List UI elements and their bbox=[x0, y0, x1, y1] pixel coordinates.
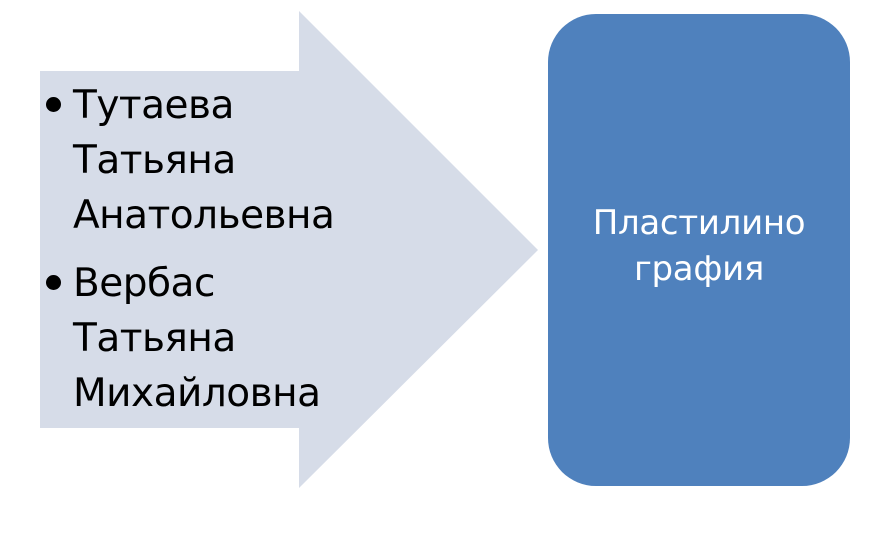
bullet-item-verbas: Вербас Татьяна Михайловна bbox=[44, 256, 344, 421]
bullet-line: Татьяна bbox=[73, 316, 236, 361]
bullet-icon bbox=[46, 97, 61, 112]
right-arrow-shape bbox=[40, 11, 538, 488]
topic-box: Пластилино графия bbox=[548, 14, 850, 486]
topic-label: Пластилино графия bbox=[593, 200, 806, 292]
arrow-bullet-list: Тутаева Татьяна Анатольевна Вербас Татья… bbox=[44, 78, 344, 421]
bullet-line: Тутаева bbox=[73, 83, 234, 128]
bullet-line: Анатольевна bbox=[73, 193, 335, 238]
bullet-line: Татьяна bbox=[73, 138, 236, 183]
bullet-icon bbox=[46, 275, 61, 290]
topic-label-line: графия bbox=[633, 249, 765, 289]
bullet-line: Вербас bbox=[73, 261, 215, 306]
topic-label-line: Пластилино bbox=[592, 203, 806, 243]
bullet-item-tutaeva: Тутаева Татьяна Анатольевна bbox=[44, 78, 344, 243]
bullet-line: Михайловна bbox=[73, 371, 321, 416]
